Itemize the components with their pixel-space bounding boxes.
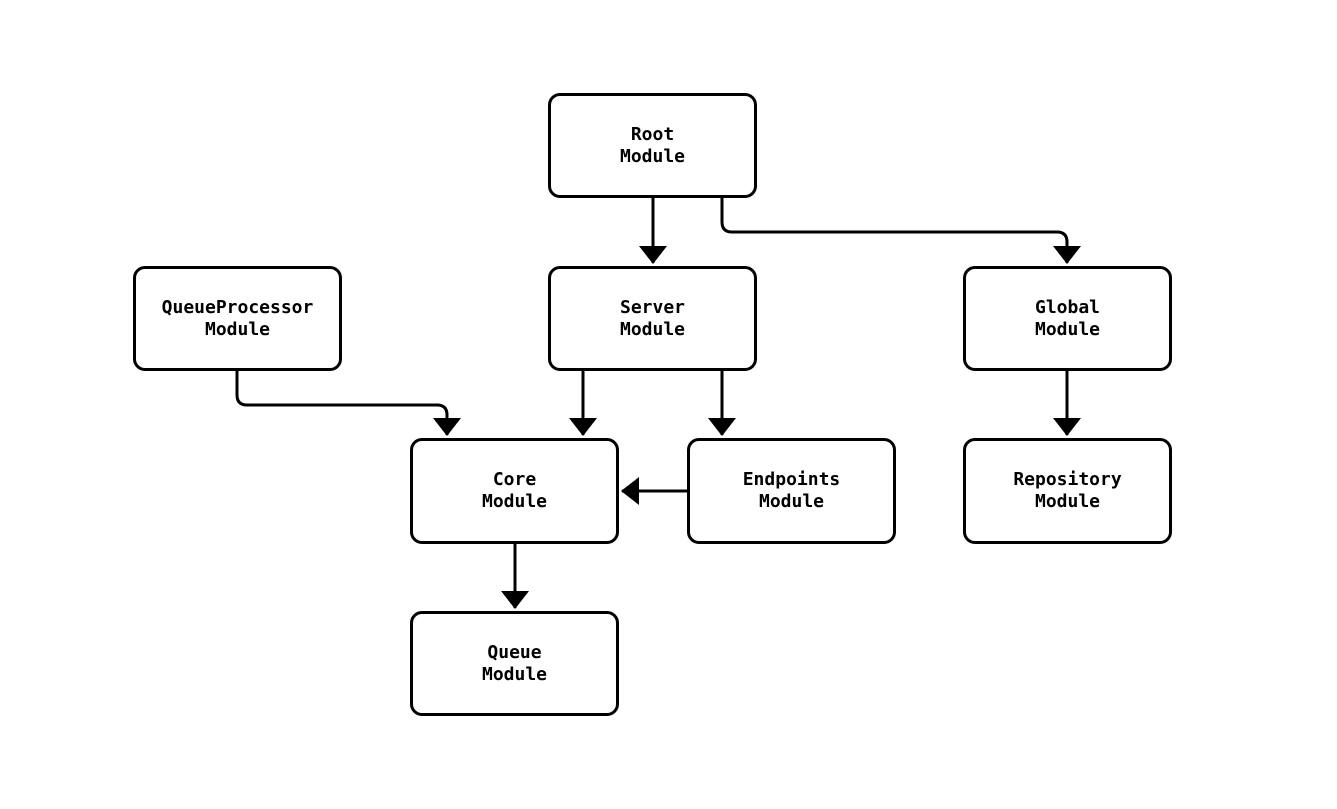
node-label-line: Core (492, 469, 537, 490)
node-label-line: Module (758, 491, 825, 512)
node-label-line: Queue (487, 641, 542, 663)
node-root-module: Root Module (548, 93, 757, 198)
edge-root-to-global (720, 198, 1081, 264)
node-core-module: Core Module (410, 438, 619, 544)
node-label-line: Module (619, 145, 686, 167)
node-label-line: Root (630, 123, 675, 145)
node-label-line: Module (481, 663, 548, 685)
node-queueprocessor-module: QueueProcessor Module (133, 266, 342, 371)
node-label-line: Module (1034, 318, 1101, 340)
node-label-line: Global (1034, 296, 1101, 318)
node-label-line: Module (481, 491, 548, 512)
node-endpoints-module: Endpoints Module (687, 438, 896, 544)
node-label-line: Server (619, 296, 686, 318)
node-server-module: Server Module (548, 266, 757, 371)
node-label-line: QueueProcessor (161, 296, 314, 318)
node-queue-module: Queue Module (410, 611, 619, 716)
node-global-module: Global Module (963, 266, 1172, 371)
node-label-line: Module (619, 318, 686, 340)
node-label-line: Endpoints (742, 469, 841, 490)
edge-queueprocessor-to-core (235, 371, 461, 436)
node-label-line: Repository (1013, 469, 1122, 490)
node-label-line: Module (204, 318, 271, 340)
node-label-line: Module (1034, 491, 1101, 512)
node-repository-module: Repository Module (963, 438, 1172, 544)
